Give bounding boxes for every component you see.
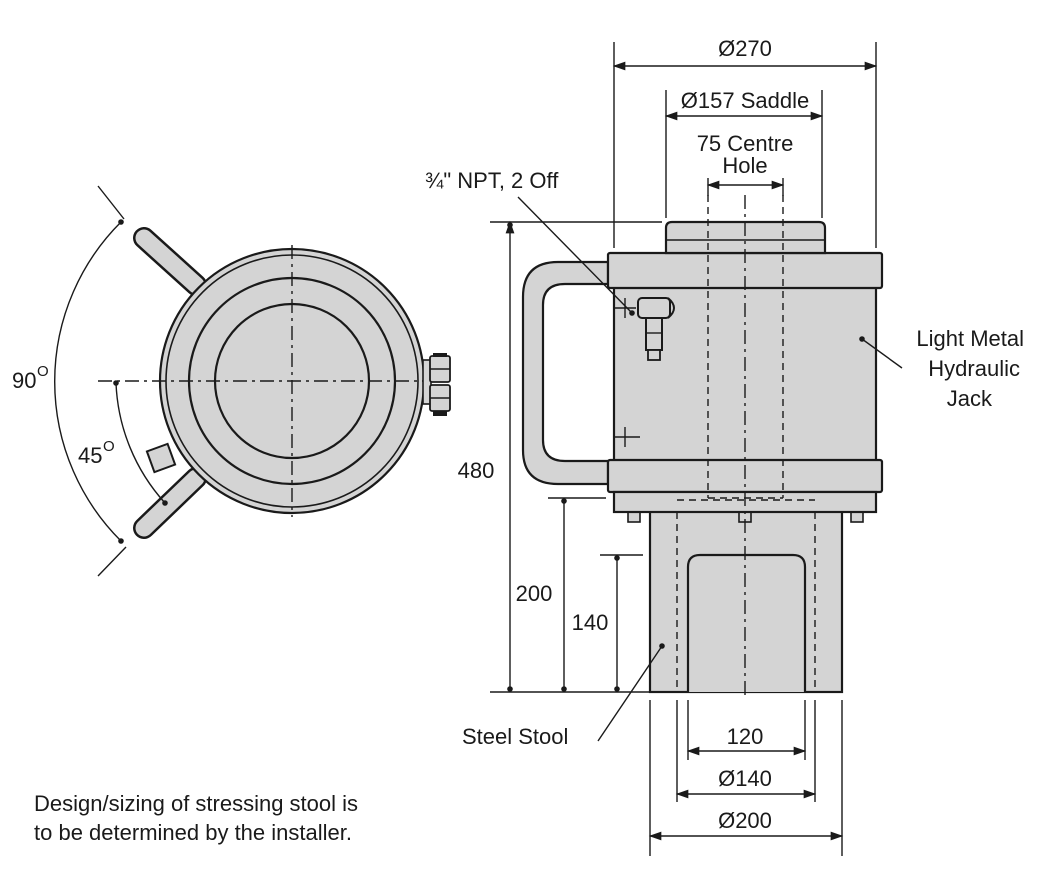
port-fittings bbox=[422, 353, 451, 416]
dim-d140: Ø140 bbox=[718, 766, 772, 791]
elevation-view: Ø270 Ø157 Saddle 75 Centre Hole ¾" NPT, … bbox=[425, 36, 1024, 856]
npt-fitting bbox=[614, 297, 675, 447]
side-fitting bbox=[145, 442, 177, 474]
dim-270: Ø270 bbox=[718, 36, 772, 61]
note-line1: Design/sizing of stressing stool is bbox=[34, 791, 358, 816]
stool-window bbox=[686, 553, 807, 692]
angle-45-label: 45 bbox=[78, 443, 102, 468]
saddle bbox=[664, 220, 827, 255]
jack-label-line1: Light Metal bbox=[916, 326, 1024, 351]
dim-480: 480 bbox=[458, 458, 495, 483]
dim-d200: Ø200 bbox=[718, 808, 772, 833]
plan-view: 90 O 45 O bbox=[12, 185, 451, 577]
dim-75-line2: Hole bbox=[722, 153, 767, 178]
lower-handle bbox=[133, 467, 207, 539]
dim-140: 140 bbox=[572, 610, 609, 635]
angle-90-arc bbox=[54, 221, 122, 542]
jack-handle bbox=[521, 260, 610, 486]
angle-45-degree: O bbox=[103, 438, 115, 455]
steel-stool-label: Steel Stool bbox=[462, 724, 568, 749]
dim-200: 200 bbox=[516, 581, 553, 606]
angle-45-arc bbox=[115, 382, 166, 504]
angle-90-degree: O bbox=[37, 363, 49, 380]
jack-label-line2: Hydraulic bbox=[928, 356, 1020, 381]
dim-157-saddle: Ø157 Saddle bbox=[681, 88, 809, 113]
dim-120: 120 bbox=[727, 724, 764, 749]
dim-75-line1: 75 Centre bbox=[697, 131, 794, 156]
note-line2: to be determined by the installer. bbox=[34, 820, 352, 845]
npt-callout: ¾" NPT, 2 Off bbox=[425, 168, 559, 193]
jack-label-line3: Jack bbox=[947, 386, 993, 411]
upper-handle bbox=[133, 227, 207, 296]
angle-90-label: 90 bbox=[12, 368, 36, 393]
installer-note: Design/sizing of stressing stool is to b… bbox=[34, 791, 358, 845]
